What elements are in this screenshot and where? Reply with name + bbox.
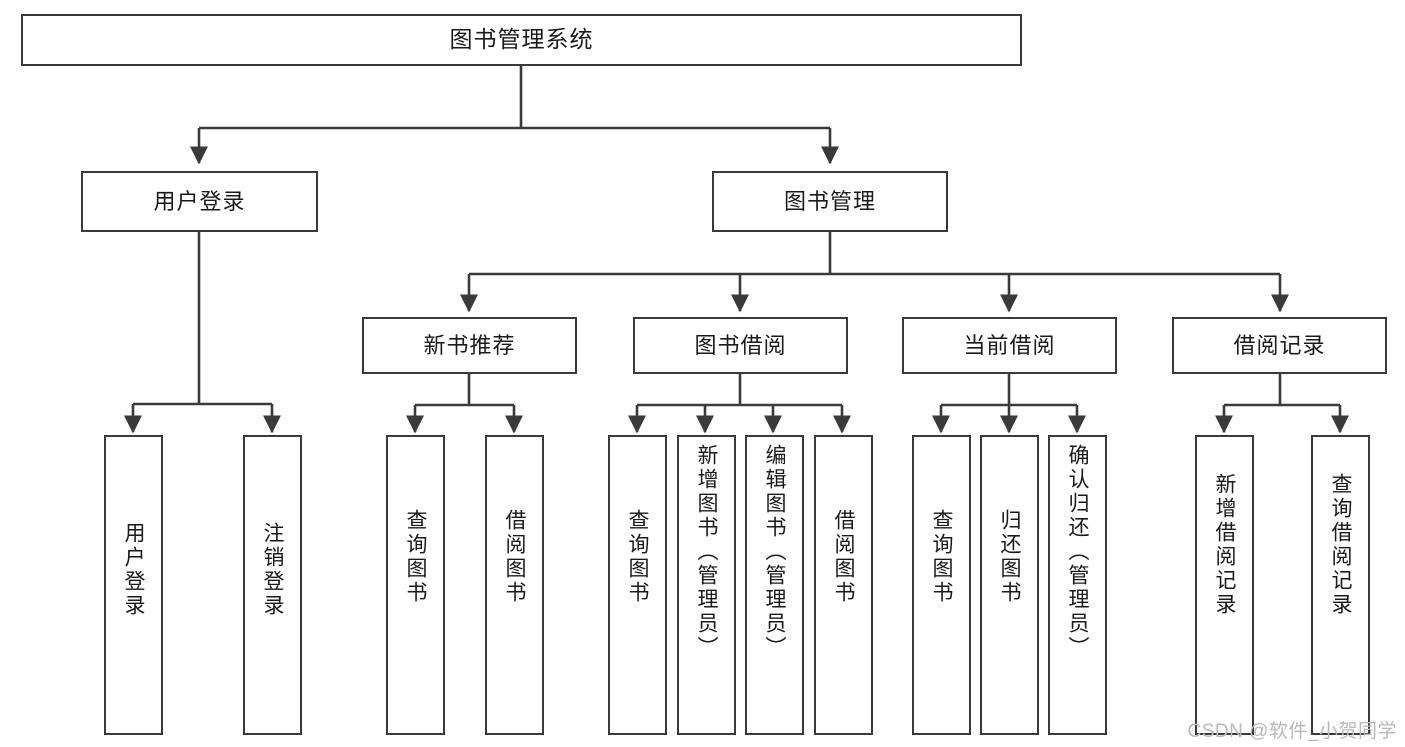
node-new-book-recommend-label: 新书推荐 [423,332,516,358]
leaf-query-book-recommend-label: 查询图书 [404,509,427,605]
leaf-query-borrow-record-label: 查询借阅记录 [1329,473,1352,617]
leaf-borrow-book[interactable]: 借阅图书 [814,435,873,735]
leaf-borrow-book-label: 借阅图书 [832,509,855,605]
leaf-edit-book[interactable]: 编辑图书（管理员） [745,435,804,735]
leaf-logout-label: 注销登录 [261,522,284,618]
node-book-manage[interactable]: 图书管理 [712,171,948,232]
leaf-user-login-label: 用户登录 [122,522,145,618]
node-current-borrow[interactable]: 当前借阅 [902,317,1117,374]
leaf-add-book-label: 新增图书（管理员） [695,444,718,660]
leaf-user-login[interactable]: 用户登录 [104,435,163,735]
node-root-system-label: 图书管理系统 [449,26,594,53]
node-borrow-record-label: 借阅记录 [1233,332,1326,358]
leaf-borrow-book-recommend-label: 借阅图书 [503,509,526,605]
node-book-borrow-label: 图书借阅 [694,332,787,358]
node-book-manage-label: 图书管理 [783,188,876,214]
leaf-add-borrow-record-label: 新增借阅记录 [1213,473,1236,617]
leaf-query-book-borrow[interactable]: 查询图书 [608,435,667,735]
node-book-borrow[interactable]: 图书借阅 [633,317,848,374]
node-current-borrow-label: 当前借阅 [963,332,1056,358]
node-root-system[interactable]: 图书管理系统 [21,14,1022,66]
leaf-query-book-current-label: 查询图书 [930,509,953,605]
leaf-logout[interactable]: 注销登录 [243,435,302,735]
node-user-login[interactable]: 用户登录 [81,171,318,232]
leaf-borrow-book-recommend[interactable]: 借阅图书 [485,435,544,735]
leaf-confirm-return-label: 确认归还（管理员） [1066,444,1089,660]
node-borrow-record[interactable]: 借阅记录 [1172,317,1387,374]
leaf-return-book-label: 归还图书 [998,509,1021,605]
leaf-query-book-borrow-label: 查询图书 [626,509,649,605]
leaf-return-book[interactable]: 归还图书 [980,435,1039,735]
leaf-query-borrow-record[interactable]: 查询借阅记录 [1311,435,1370,735]
leaf-add-borrow-record[interactable]: 新增借阅记录 [1195,435,1254,735]
leaf-confirm-return[interactable]: 确认归还（管理员） [1048,435,1107,735]
leaf-edit-book-label: 编辑图书（管理员） [763,444,786,660]
leaf-add-book[interactable]: 新增图书（管理员） [677,435,736,735]
csdn-watermark: CSDN @软件_小贺同学 [1187,721,1397,742]
leaf-query-book-current[interactable]: 查询图书 [912,435,971,735]
node-new-book-recommend[interactable]: 新书推荐 [362,317,577,374]
node-user-login-label: 用户登录 [153,188,246,214]
leaf-query-book-recommend[interactable]: 查询图书 [386,435,445,735]
